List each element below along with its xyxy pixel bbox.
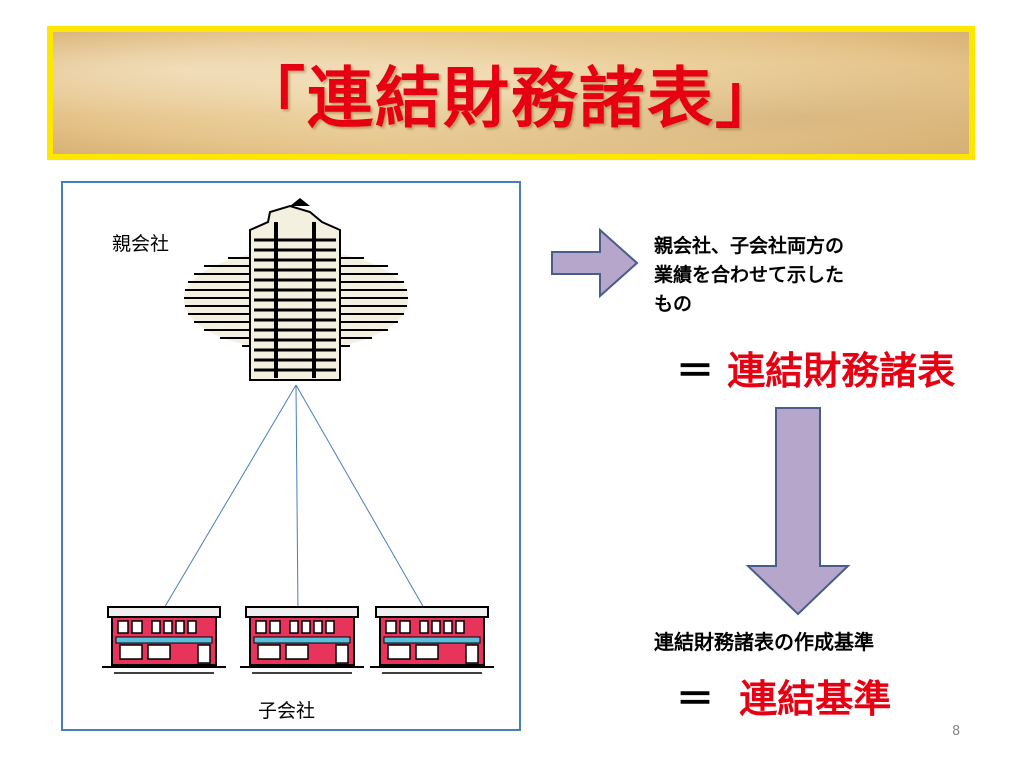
connector-lines: [159, 384, 429, 616]
down-arrow-icon: [745, 407, 851, 616]
skyscraper-icon: [184, 198, 408, 381]
equation-consolidated-statements: ＝ 連結財務諸表: [676, 340, 955, 395]
store-icon-1: [102, 606, 226, 674]
consolidation-basis-term: 連結基準: [739, 677, 892, 721]
right-arrow-icon: [551, 227, 639, 299]
description-line: 業績を合わせて示した: [654, 264, 845, 286]
description-line: 親会社、子会社両方の: [654, 235, 845, 257]
store-icon-3: [370, 606, 494, 674]
parent-company-label: 親会社: [112, 233, 170, 255]
description-line: もの: [654, 293, 693, 315]
title-banner: 「連結財務諸表」: [47, 26, 975, 160]
equation-consolidation-basis: ＝ 連結基準: [676, 668, 891, 723]
description-text: 親会社、子会社両方の 業績を合わせて示した もの: [654, 232, 954, 319]
subsidiary-label: 子会社: [258, 700, 316, 722]
equals-sign: ＝: [676, 677, 715, 721]
equals-sign: ＝: [676, 349, 715, 393]
page-number: 8: [952, 724, 961, 739]
basis-label: 連結財務諸表の作成基準: [654, 630, 874, 654]
consolidated-statements-term: 連結財務諸表: [727, 349, 956, 393]
slide-title: 「連結財務諸表」: [239, 60, 783, 137]
store-icon-2: [240, 606, 364, 674]
